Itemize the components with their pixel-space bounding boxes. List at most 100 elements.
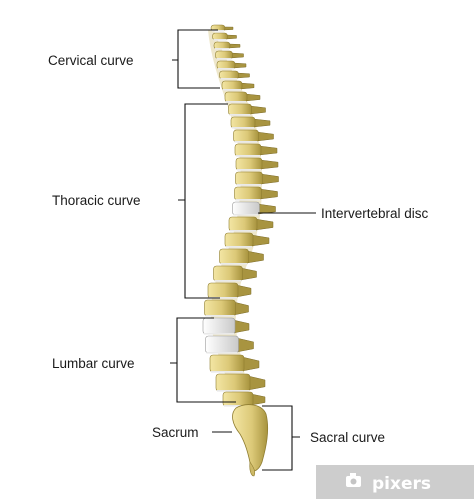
vertebra: [213, 41, 241, 50]
disc-line: [235, 199, 261, 201]
vertebra: [212, 32, 237, 41]
vertebra: [230, 116, 271, 129]
vertebra: [235, 157, 279, 171]
disc-line: [223, 89, 241, 91]
sacral-bracket: [262, 405, 300, 471]
vertebra-process: [250, 234, 270, 247]
disc-line: [230, 230, 256, 232]
thoracic-bracket: [178, 103, 228, 299]
vertebra-process: [252, 118, 271, 128]
vertebra-body-pale: [202, 317, 236, 335]
disc-line: [217, 390, 249, 392]
disc-line: [216, 58, 232, 60]
disc-line: [236, 155, 260, 157]
vertebra: [232, 201, 276, 216]
disc-line: [209, 297, 237, 299]
disc-line: [220, 78, 238, 80]
vertebral-column: [202, 24, 279, 477]
vertebra-body: [219, 70, 239, 80]
watermark: pixers: [316, 465, 474, 499]
disc-line: [220, 263, 248, 265]
disc-line: [237, 169, 261, 171]
coccyx-bone: [249, 461, 256, 477]
vertebra-process: [236, 337, 254, 353]
label-sacral-curve: Sacral curve: [310, 430, 385, 445]
vertebra: [222, 391, 266, 407]
disc-line: [211, 371, 243, 373]
lumbar-bracket: [170, 317, 236, 403]
label-lumbar-curve: Lumbar curve: [52, 356, 135, 371]
sacrum-bone: [232, 404, 269, 472]
vertebra: [224, 91, 261, 103]
vertebra: [202, 317, 250, 335]
vertebra-process: [247, 375, 266, 391]
vertebra-body: [213, 41, 231, 50]
disc-line: [214, 280, 242, 282]
disc-line: [204, 333, 234, 335]
label-brackets: [170, 29, 316, 471]
vertebra-body: [212, 32, 228, 41]
vertebra-body: [235, 157, 263, 171]
vertebra: [215, 373, 266, 392]
vertebra-process: [241, 356, 260, 372]
vertebra-process: [259, 159, 279, 170]
vertebra-body: [215, 50, 233, 60]
vertebra-body-pale: [232, 201, 260, 216]
cervical-bracket: [172, 29, 220, 89]
vertebra: [215, 50, 244, 60]
vertebra: [219, 70, 250, 80]
vertebra-process: [254, 218, 274, 231]
vertebra-process: [256, 131, 274, 142]
vertebra: [221, 80, 255, 91]
vertebra: [216, 60, 247, 70]
vertebra: [205, 335, 254, 354]
disc-line: [234, 141, 258, 143]
vertebra-process: [246, 250, 264, 264]
vertebra-body: [228, 216, 258, 232]
vertebra-body: [219, 248, 249, 265]
vertebra-body: [209, 354, 245, 373]
vertebra-body: [213, 265, 243, 282]
vertebra: [234, 143, 278, 157]
vertebra: [228, 216, 274, 232]
vertebra-process: [260, 173, 279, 185]
vertebra: [224, 232, 270, 248]
disc-line: [206, 352, 238, 354]
vertebra: [235, 171, 279, 186]
vertebra-process: [232, 319, 250, 334]
disc-line: [224, 405, 252, 407]
label-thoracic-curve: Thoracic curve: [52, 193, 141, 208]
vertebra-body: [234, 186, 262, 201]
vertebra: [207, 282, 252, 299]
disc-line: [233, 214, 259, 216]
disc-line: [229, 114, 251, 116]
watermark-text: pixers: [372, 474, 431, 494]
vertebra: [213, 265, 257, 282]
vertebra-process: [249, 105, 266, 115]
disc-line: [205, 315, 235, 317]
vertebra-body: [204, 299, 236, 317]
vertebra: [228, 103, 266, 116]
disc-line: [212, 30, 224, 32]
vertebra: [219, 248, 264, 265]
label-intervertebral-disc: Intervertebral disc: [321, 206, 429, 221]
vertebra-body: [216, 60, 236, 70]
vertebra-body: [233, 129, 259, 143]
vertebra-process: [240, 267, 257, 281]
vertebra-body: [230, 116, 256, 129]
vertebra: [210, 24, 234, 32]
vertebra-body: [235, 171, 263, 186]
vertebra-body: [222, 391, 254, 407]
vertebra: [234, 186, 278, 201]
vertebra: [209, 354, 260, 373]
vertebra-body: [224, 91, 248, 103]
disc-line: [215, 48, 229, 50]
vertebra-process: [258, 145, 278, 156]
vertebra-body: [207, 282, 239, 299]
vertebra-body-pale: [205, 335, 239, 354]
disc-line: [226, 101, 246, 103]
vertebra-body: [215, 373, 251, 392]
disc-line: [226, 246, 252, 248]
camera-icon: [346, 473, 361, 487]
